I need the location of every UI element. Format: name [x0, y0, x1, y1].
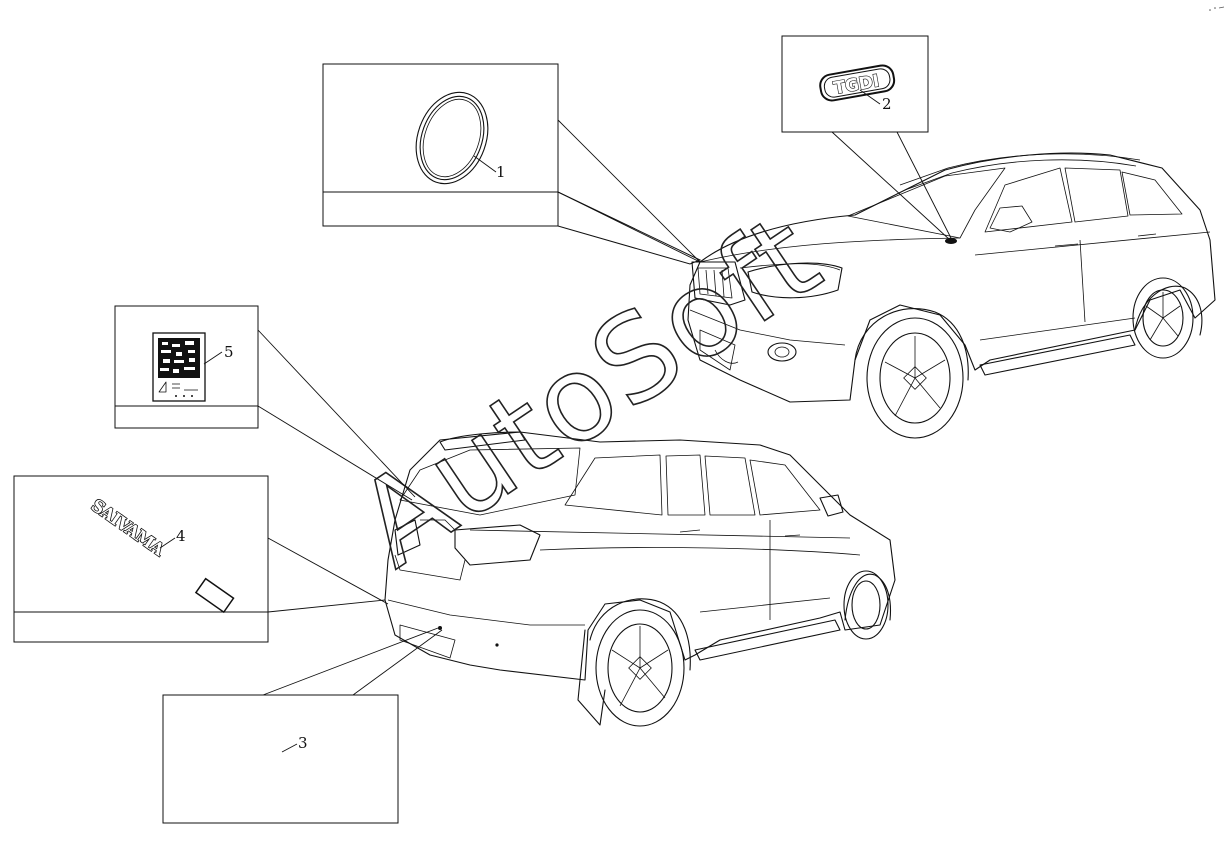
callout-box-5: 5	[114, 305, 259, 429]
callout-box-2: TGDI 2	[781, 35, 929, 133]
callout-2-label: 2	[882, 95, 892, 113]
front-vehicle	[687, 152, 1216, 439]
rear-vehicle	[384, 431, 896, 727]
callout-5-label: 5	[224, 343, 234, 361]
callout-box-4: SAIVAMA 4	[13, 475, 269, 643]
callout-1-label: 1	[496, 163, 506, 181]
callout-box-3: 3	[162, 694, 399, 824]
ring-part-icon	[415, 91, 489, 185]
callout-4-label: 4	[176, 527, 186, 545]
label-sticker-icon	[152, 332, 206, 402]
callout-3-label: 3	[298, 734, 308, 752]
tgdi-badge-icon: TGDI	[819, 64, 896, 102]
corner-marks	[1209, 6, 1225, 11]
callout-box-1: 1	[322, 63, 702, 265]
